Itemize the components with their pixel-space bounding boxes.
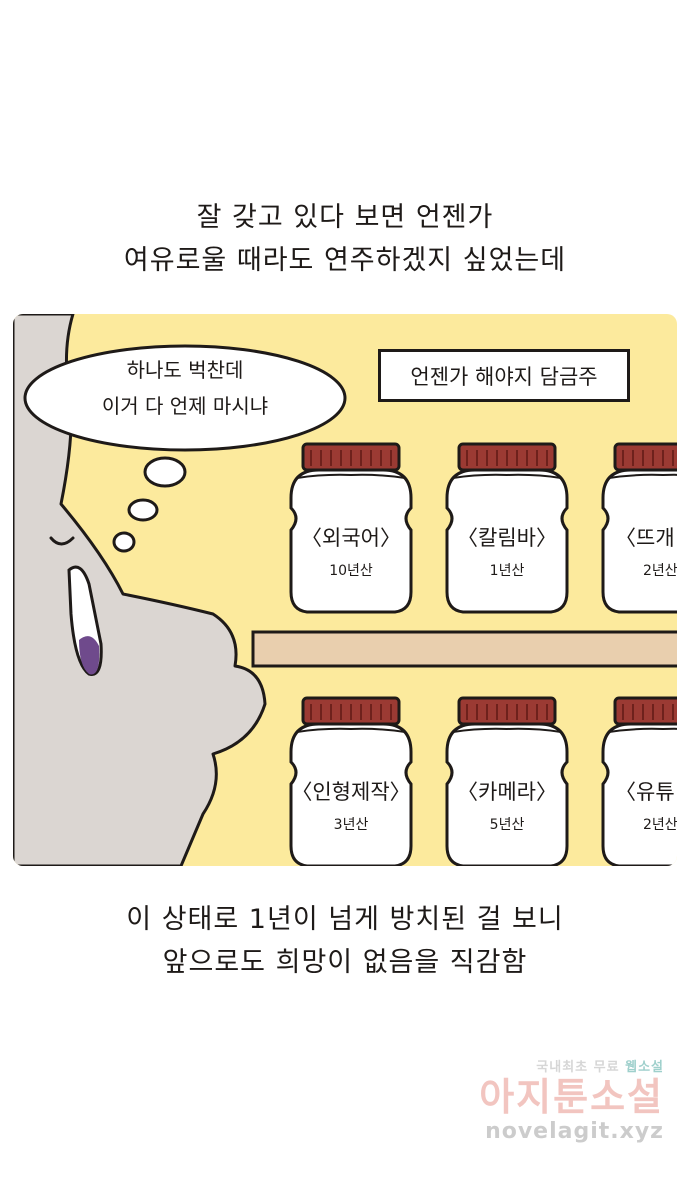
jar-name: 〈유튜 [615, 780, 675, 804]
caption-bottom: 이 상태로 1년이 넘게 방치된 걸 보니 앞으로도 희망이 없음을 직감함 [0, 898, 690, 984]
jar-years: 5년산 [489, 817, 525, 833]
caption-top-line-1: 잘 갖고 있다 보면 언젠가 [196, 202, 494, 233]
shelf-sign: 언젠가 해야지 담금주 [378, 349, 630, 402]
jar-label-top-3: 〈뜨개 2년산 [615, 522, 677, 580]
caption-bottom-line-1: 이 상태로 1년이 넘게 방치된 걸 보니 [126, 904, 564, 935]
jar-label-bottom-3: 〈유튜 2년산 [615, 776, 677, 834]
watermark-tagline-a: 국내최초 무료 [536, 1060, 620, 1075]
jar-label-bottom-2: 〈카메라〉 5년산 [439, 776, 575, 834]
jar-label-top-2: 〈칼림바〉 1년산 [439, 522, 575, 580]
jar-years: 10년산 [329, 563, 373, 579]
watermark-tagline-b: 웹소설 [625, 1060, 664, 1075]
jar-label-bottom-1: 〈인형제작〉 3년산 [283, 776, 419, 834]
caption-bottom-line-2: 앞으로도 희망이 없음을 직감함 [162, 947, 528, 978]
watermark-brand: 아지툰소설 [479, 1075, 664, 1119]
jar-years: 3년산 [333, 817, 369, 833]
jar-label-top-1: 〈외국어〉 10년산 [283, 522, 419, 580]
watermark: 국내최초 무료 웹소설 아지툰소설 novelagit.xyz [479, 1056, 664, 1144]
jar-name: 〈외국어〉 [301, 526, 401, 550]
jar-years: 2년산 [643, 817, 677, 833]
jar-years: 2년산 [643, 563, 677, 579]
panel-illustration [13, 314, 677, 866]
caption-top-line-2: 여유로울 때라도 연주하겠지 싶었는데 [123, 245, 567, 276]
jar-name: 〈뜨개 [615, 526, 675, 550]
jar-name: 〈카메라〉 [457, 780, 557, 804]
thought-line-2: 이거 다 언제 마시냐 [101, 394, 269, 418]
caption-top: 잘 갖고 있다 보면 언젠가 여유로울 때라도 연주하겠지 싶었는데 [0, 196, 690, 282]
jar-years: 1년산 [489, 563, 525, 579]
watermark-tagline: 국내최초 무료 웹소설 [479, 1056, 664, 1075]
comic-panel: 하나도 벅찬데 이거 다 언제 마시냐 언젠가 해야지 담금주 〈외국어〉 10… [13, 314, 677, 866]
jar-name: 〈칼림바〉 [457, 526, 557, 550]
thought-bubble-text: 하나도 벅찬데 이거 다 언제 마시냐 [25, 352, 345, 424]
jar-name: 〈인형제작〉 [291, 780, 411, 804]
thought-line-1: 하나도 벅찬데 [126, 358, 244, 382]
watermark-site: novelagit.xyz [485, 1119, 664, 1144]
